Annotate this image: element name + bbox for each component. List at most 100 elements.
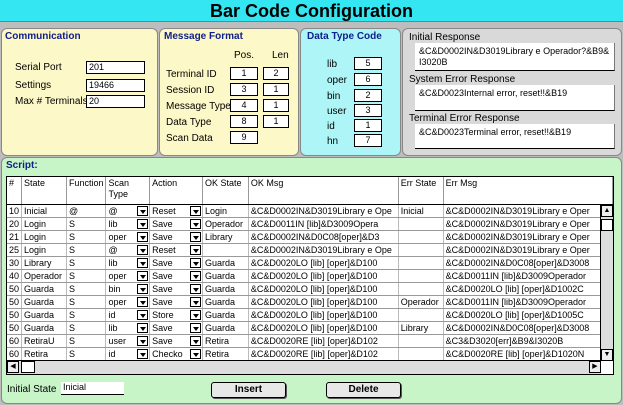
cell-state[interactable]: Inicial [21, 204, 67, 218]
cell-function[interactable]: S [66, 282, 107, 296]
cell-ok-msg[interactable]: &C&D0011IN [lib]&D3009Opera [248, 217, 399, 231]
cell-ok-msg[interactable]: &C&D0020LO [lib] [oper]&D100 [248, 295, 399, 309]
chevron-down-icon[interactable] [137, 257, 149, 268]
session-id-pos[interactable]: 3 [230, 83, 258, 96]
cell-function[interactable]: @ [66, 204, 107, 218]
cell-ok-msg[interactable]: &C&D0020LO [lib] [oper]&D100 [248, 282, 399, 296]
cell-action[interactable]: Save [149, 282, 203, 296]
cell-err-msg[interactable]: &C&D0020LO [lib] [oper]&D1002C [443, 282, 613, 296]
cell-action[interactable]: Save [149, 269, 203, 283]
cell-ok-state[interactable]: Retira [202, 334, 249, 348]
cell-action[interactable]: Save [149, 217, 203, 231]
cell-scan-type[interactable]: id [105, 347, 151, 361]
dtc-user-field[interactable]: 3 [354, 104, 382, 117]
chevron-down-icon[interactable] [189, 309, 201, 320]
cell-num[interactable]: 30 [7, 256, 22, 270]
chevron-down-icon[interactable] [137, 218, 149, 229]
chevron-down-icon[interactable] [189, 257, 201, 268]
cell-state[interactable]: RetiraU [21, 334, 67, 348]
chevron-down-icon[interactable] [137, 231, 149, 242]
chevron-down-icon[interactable] [189, 231, 201, 242]
cell-err-state[interactable] [398, 256, 444, 270]
cell-err-msg[interactable]: &C&D0011IN [lib]&D3009Operador [443, 295, 613, 309]
cell-err-state[interactable]: Inicial [398, 204, 444, 218]
chevron-down-icon[interactable] [189, 335, 201, 346]
cell-scan-type[interactable]: lib [105, 321, 151, 335]
cell-num[interactable]: 10 [7, 204, 22, 218]
cell-err-state[interactable] [398, 243, 444, 257]
cell-state[interactable]: Guarda [21, 282, 67, 296]
cell-function[interactable]: S [66, 230, 107, 244]
cell-ok-state[interactable]: Library [202, 230, 249, 244]
cell-function[interactable]: S [66, 321, 107, 335]
settings-field[interactable]: 19466 [86, 79, 145, 92]
cell-num[interactable]: 20 [7, 217, 22, 231]
cell-scan-type[interactable]: bin [105, 282, 151, 296]
cell-state[interactable]: Library [21, 256, 67, 270]
insert-button[interactable]: Insert [211, 382, 286, 398]
dtc-oper-field[interactable]: 6 [354, 73, 382, 86]
vertical-scrollbar[interactable]: ▲ ▼ [600, 205, 613, 361]
initial-state-field[interactable]: Inicial [61, 382, 124, 395]
vertical-scroll-thumb[interactable] [601, 219, 613, 231]
cell-function[interactable]: S [66, 334, 107, 348]
session-id-len[interactable]: 1 [263, 83, 289, 96]
cell-err-state[interactable] [398, 347, 444, 361]
cell-ok-state[interactable]: Guarda [202, 269, 249, 283]
cell-err-msg[interactable]: &C&D0020RE [lib] [oper]&D1020N [443, 347, 613, 361]
cell-num[interactable]: 50 [7, 295, 22, 309]
cell-state[interactable]: Guarda [21, 295, 67, 309]
cell-state[interactable]: Login [21, 230, 67, 244]
scroll-right-button[interactable]: ▶ [589, 361, 601, 373]
chevron-down-icon[interactable] [189, 218, 201, 229]
cell-action[interactable]: Save [149, 230, 203, 244]
cell-scan-type[interactable]: id [105, 308, 151, 322]
cell-err-msg[interactable]: &C&D0002IN&D3019Library e Oper [443, 217, 613, 231]
cell-err-state[interactable] [398, 230, 444, 244]
cell-err-state[interactable] [398, 282, 444, 296]
chevron-down-icon[interactable] [137, 244, 149, 255]
cell-err-state[interactable] [398, 334, 444, 348]
cell-ok-msg[interactable]: &C&D0020LO [lib] [oper]&D100 [248, 269, 399, 283]
cell-err-msg[interactable]: &C&D0002IN&D3019Library e Oper [443, 230, 613, 244]
cell-state[interactable]: Login [21, 217, 67, 231]
cell-err-msg[interactable]: &C3&D3020[err]&B9&I3020B [443, 334, 613, 348]
chevron-down-icon[interactable] [137, 296, 149, 307]
cell-err-msg[interactable]: &C&D0002IN&D3019Library e Oper [443, 243, 613, 257]
cell-ok-state[interactable]: Guarda [202, 308, 249, 322]
scan-data-pos[interactable]: 9 [230, 131, 258, 144]
cell-ok-msg[interactable]: &C&D0020LO [lib] [oper]&D100 [248, 321, 399, 335]
cell-action[interactable]: Reset [149, 243, 203, 257]
cell-function[interactable]: S [66, 217, 107, 231]
dtc-lib-field[interactable]: 5 [354, 57, 382, 70]
chevron-down-icon[interactable] [137, 270, 149, 281]
cell-ok-state[interactable] [202, 243, 249, 257]
cell-num[interactable]: 60 [7, 334, 22, 348]
horizontal-scroll-thumb[interactable] [21, 361, 35, 373]
message-type-pos[interactable]: 4 [230, 99, 258, 112]
scroll-down-button[interactable]: ▼ [601, 349, 613, 361]
cell-err-msg[interactable]: &C&D0020LO [lib] [oper]&D1005C [443, 308, 613, 322]
cell-ok-msg[interactable]: &C&D0020LO [lib] [oper]&D100 [248, 256, 399, 270]
cell-err-state[interactable]: Operador [398, 295, 444, 309]
cell-function[interactable]: S [66, 295, 107, 309]
cell-ok-state[interactable]: Login [202, 204, 249, 218]
cell-ok-state[interactable]: Guarda [202, 282, 249, 296]
cell-action[interactable]: Checko [149, 347, 203, 361]
cell-state[interactable]: Guarda [21, 321, 67, 335]
cell-action[interactable]: Reset [149, 204, 203, 218]
chevron-down-icon[interactable] [189, 322, 201, 333]
system-error-response-field[interactable]: &C&D0023Internal error, reset!!&B19 [415, 85, 615, 111]
terminal-id-pos[interactable]: 1 [230, 67, 258, 80]
cell-scan-type[interactable]: oper [105, 230, 151, 244]
cell-num[interactable]: 60 [7, 347, 22, 361]
cell-state[interactable]: Guarda [21, 308, 67, 322]
cell-action[interactable]: Save [149, 295, 203, 309]
data-type-pos[interactable]: 8 [230, 115, 258, 128]
